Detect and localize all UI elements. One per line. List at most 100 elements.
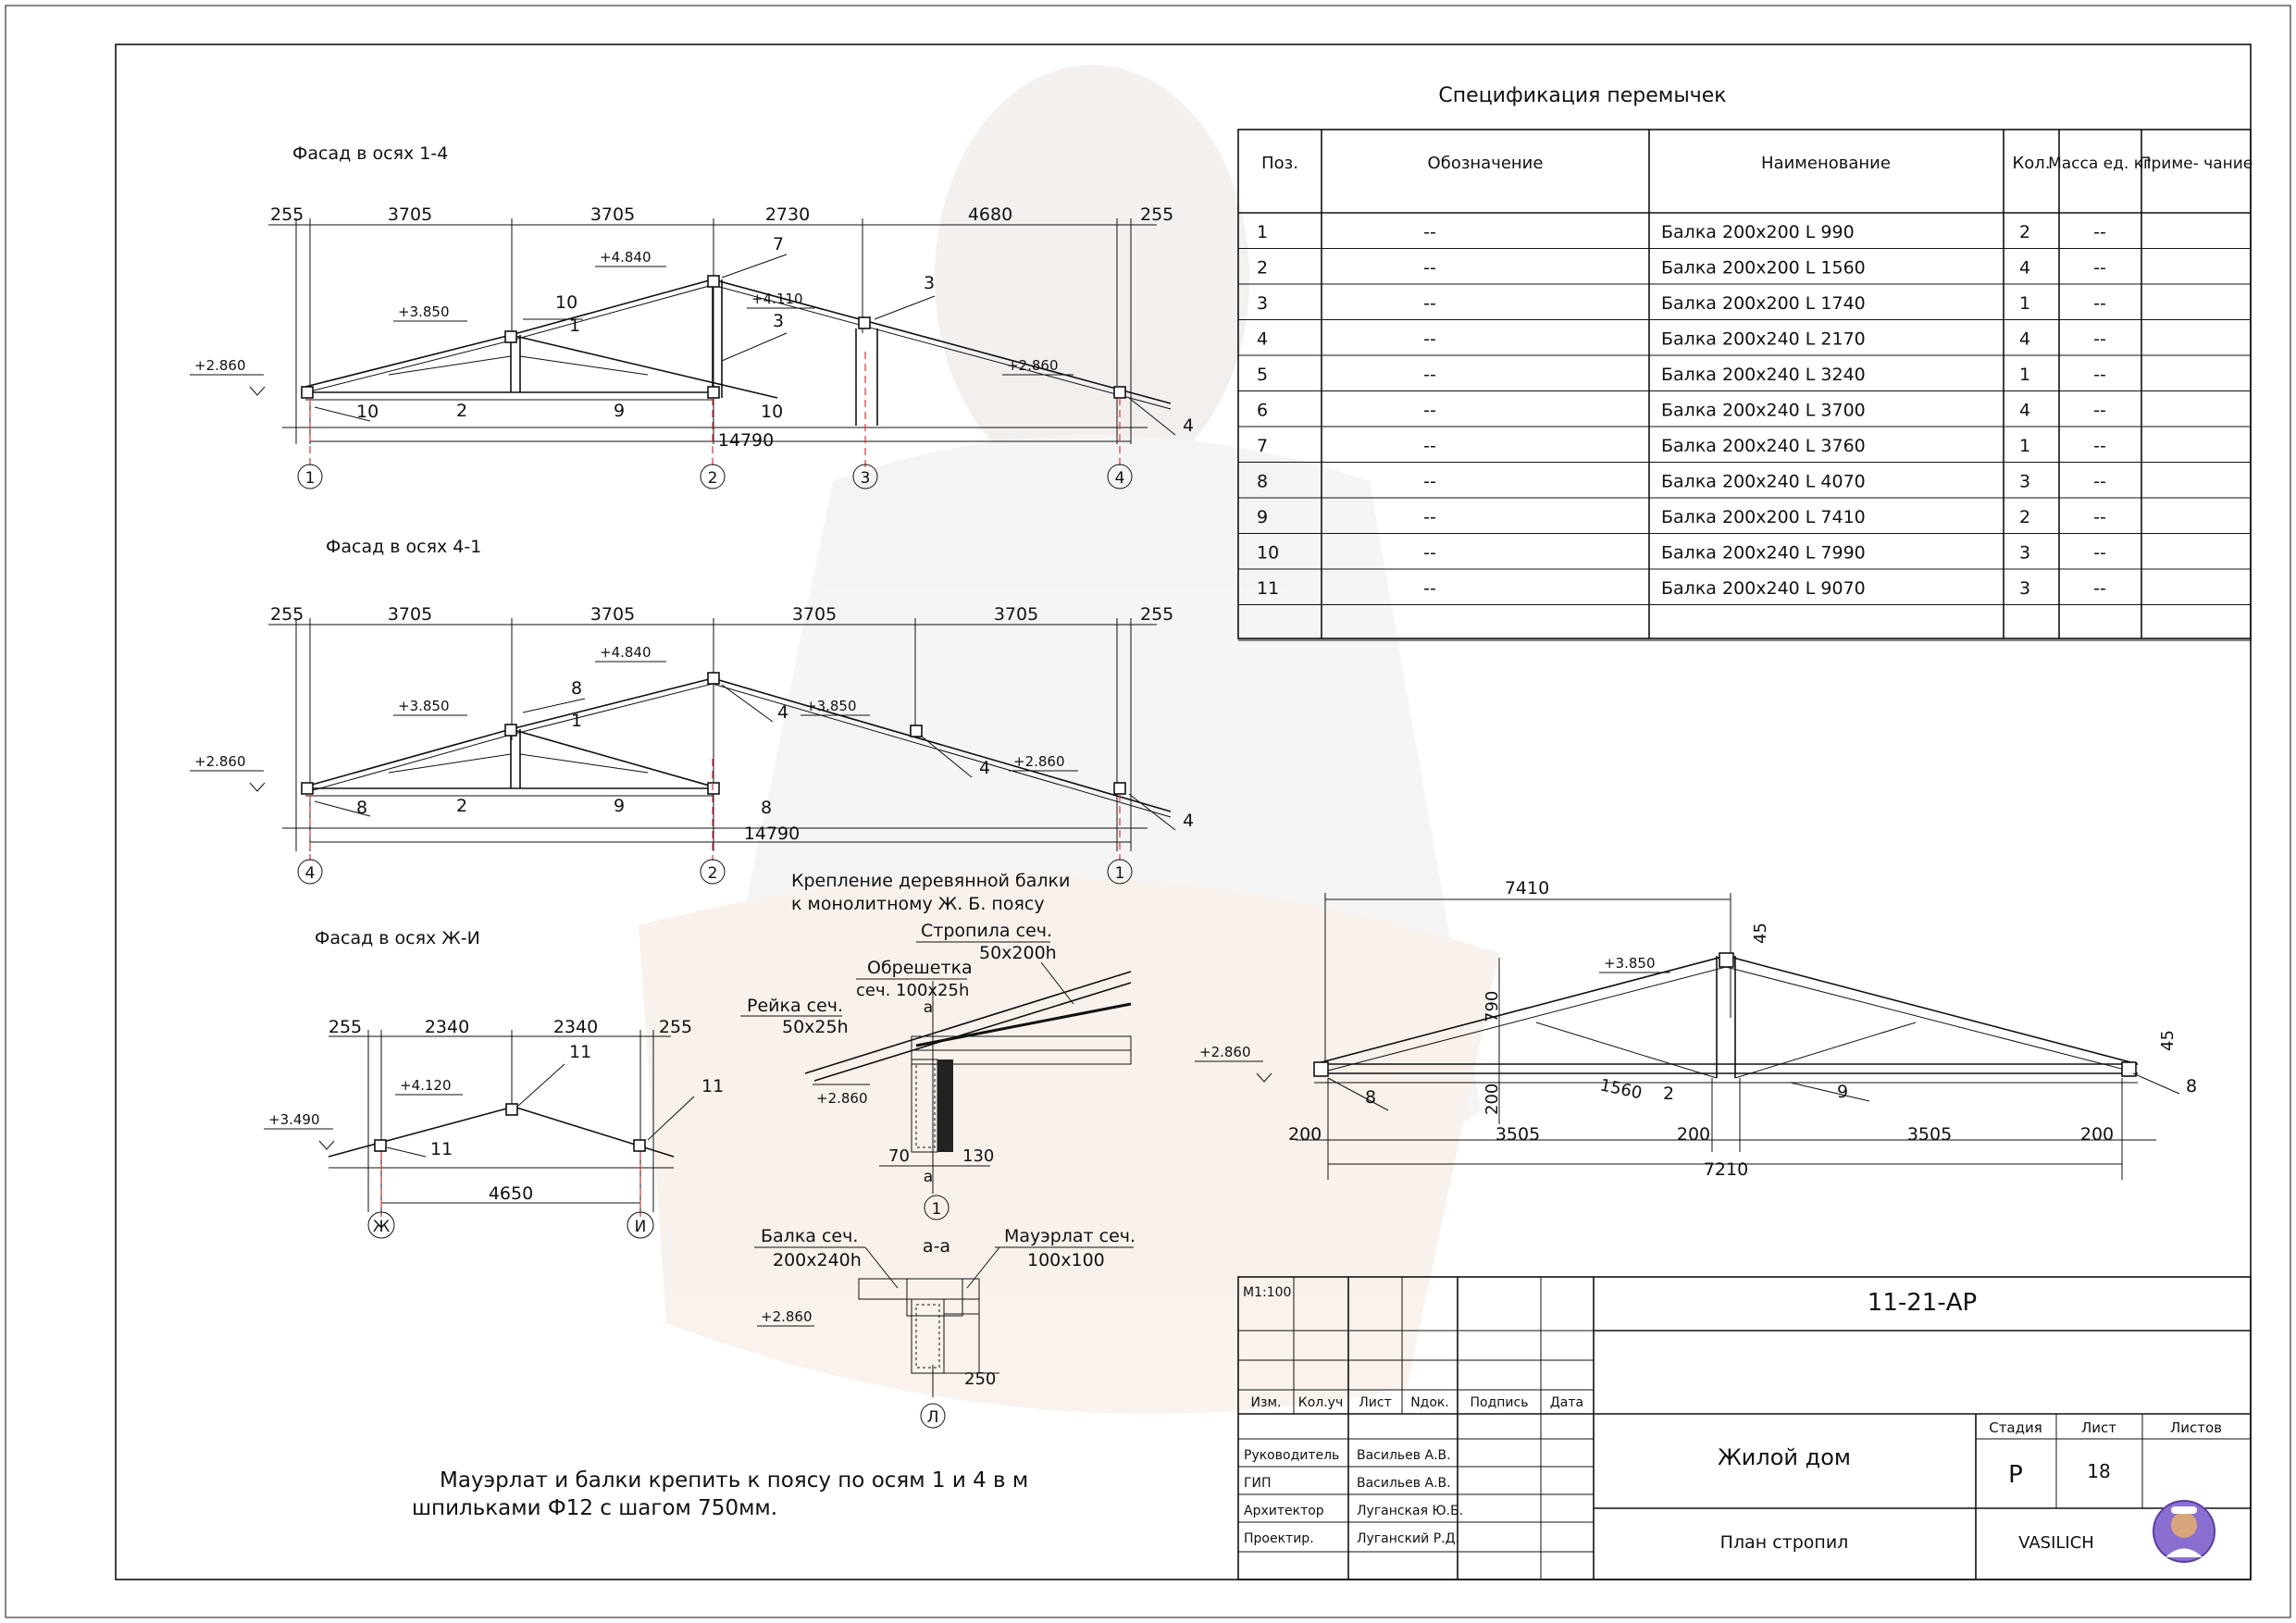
truss-vertical: 790 <box>1483 991 1502 1022</box>
node-cut: а <box>924 1168 933 1186</box>
facade-4-1: Фасад в осях 4-1 255 3705 3705 3705 3705… <box>190 537 1194 885</box>
f1-dim: 4680 <box>968 204 1012 225</box>
f2-tag: 8 <box>571 678 582 699</box>
spec-cell-qty: 3 <box>2019 472 2030 492</box>
f1-axis: 4 <box>1115 469 1125 488</box>
spec-cell-mass: -- <box>2093 293 2106 314</box>
truss-tag: 2 <box>1663 1084 1674 1104</box>
spec-cell-name: Балка 200х200 L 1740 <box>1661 293 1866 314</box>
f3-dim: 255 <box>659 1017 692 1037</box>
spec-cell-name: Балка 200х200 L 1560 <box>1661 258 1866 279</box>
spec-cell-mass: -- <box>2093 222 2106 242</box>
stamp-scale: М1:100 <box>1243 1285 1291 1300</box>
truss-total: 7210 <box>1704 1159 1748 1180</box>
section-label: Балка сеч. <box>761 1226 858 1246</box>
spec-cell-designation: -- <box>1423 222 1436 242</box>
f2-axis: 4 <box>305 864 316 883</box>
f1-axis: 3 <box>861 469 871 488</box>
facade3-title: Фасад в осях Ж-И <box>315 928 480 948</box>
spec-cell-mass: -- <box>2093 258 2106 279</box>
spec-cell-pos: 9 <box>1257 507 1268 527</box>
spec-cell-name: Балка 200х240 L 3760 <box>1661 436 1866 456</box>
node-label: 50х25h <box>782 1017 849 1037</box>
f2-tag: 4 <box>777 702 788 723</box>
f3-tag: 11 <box>701 1076 724 1096</box>
facade1-title: Фасад в осях 1-4 <box>292 143 448 164</box>
f2-tag: 8 <box>761 798 772 818</box>
spec-cell-qty: 4 <box>2019 329 2030 350</box>
truss-vertical: 200 <box>1483 1084 1502 1115</box>
spec-cell-name: Балка 200х200 L 7410 <box>1661 507 1866 527</box>
facade-zh-i: Фасад в осях Ж-И 255 2340 2340 255 4650 … <box>264 928 724 1239</box>
truss-tag: 9 <box>1837 1082 1848 1102</box>
spec-cell-designation: -- <box>1423 472 1436 492</box>
f1-tag: 3 <box>924 273 935 293</box>
spec-cell-designation: -- <box>1423 507 1436 527</box>
spec-cell-pos: 10 <box>1257 543 1279 564</box>
spec-cell-pos: 7 <box>1257 436 1268 456</box>
node-detail: Крепление деревянной балки к монолитному… <box>740 871 1132 1220</box>
section-label: Мауэрлат сеч. <box>1004 1226 1136 1246</box>
spec-cell-name: Балка 200х240 L 2170 <box>1661 329 1866 350</box>
stamp-col: Кол.уч <box>1298 1395 1343 1410</box>
spec-cell-pos: 2 <box>1257 258 1268 279</box>
spec-cell-pos: 3 <box>1257 293 1268 314</box>
truss-tag: 8 <box>1365 1087 1376 1108</box>
header-designation: Обозначение <box>1428 154 1544 173</box>
spec-cell-designation: -- <box>1423 293 1436 314</box>
f1-level: +2.860 <box>194 357 246 374</box>
stamp-person: Васильев А.В. <box>1357 1476 1451 1491</box>
facade-1-4: Фасад в осях 1-4 255 3705 3705 2730 4680… <box>190 143 1194 489</box>
section-label: 100х100 <box>1027 1250 1105 1270</box>
node-label: 50х200h <box>979 943 1057 963</box>
header-note: Приме- чание <box>2140 155 2253 173</box>
f2-dim: 3705 <box>388 604 432 625</box>
section-dim: 250 <box>964 1369 996 1389</box>
f3-axis: И <box>635 1218 647 1236</box>
spec-cell-pos: 11 <box>1257 578 1279 599</box>
spec-cell-qty: 3 <box>2019 543 2030 564</box>
f2-tag: 4 <box>979 758 990 778</box>
spec-cell-qty: 1 <box>2019 293 2030 314</box>
spec-cell-qty: 3 <box>2019 578 2030 599</box>
stamp-person: Луганский Р.Д. <box>1357 1531 1459 1546</box>
truss-dim: 200 <box>2080 1124 2114 1145</box>
spec-cell-qty: 4 <box>2019 258 2030 279</box>
f3-tag: 11 <box>430 1139 453 1159</box>
f2-dim: 3705 <box>590 604 635 625</box>
spec-row: 3 -- Балка 200х200 L 1740 1 -- <box>1257 293 2106 314</box>
header-name: Наименование <box>1761 154 1891 173</box>
header-pos: Поз. <box>1261 154 1298 173</box>
stamp-role: Проектир. <box>1244 1531 1314 1546</box>
f1-tag: 10 <box>555 292 577 313</box>
spec-cell-mass: -- <box>2093 401 2106 421</box>
stamp-company: VASILICH <box>2018 1533 2094 1553</box>
truss-small: 45 <box>1751 923 1770 944</box>
f2-level: +2.860 <box>194 753 246 770</box>
f1-dim: 3705 <box>590 204 635 225</box>
stamp-col: Лист <box>1359 1395 1391 1410</box>
spec-cell-qty: 2 <box>2019 507 2030 527</box>
stamp-col: Подпись <box>1471 1395 1529 1410</box>
spec-cell-designation: -- <box>1423 543 1436 564</box>
f2-dim: 3705 <box>792 604 837 625</box>
f1-dim: 2730 <box>765 204 810 225</box>
node-dim: 130 <box>962 1146 994 1166</box>
spec-cell-qty: 1 <box>2019 436 2030 456</box>
header-qty: Кол. <box>2012 154 2050 173</box>
outer-frame <box>5 5 2291 1618</box>
f3-level: +3.490 <box>268 1111 320 1128</box>
node-title: Крепление деревянной балки <box>791 871 1070 891</box>
f2-tag: 2 <box>456 796 467 816</box>
truss-level: +2.860 <box>1199 1044 1251 1060</box>
node-label: сеч. 100х25h <box>856 981 969 1000</box>
f3-total: 4650 <box>489 1183 533 1204</box>
stamp-building: Жилой дом <box>1718 1444 1851 1470</box>
stamp-role: Руководитель <box>1244 1448 1339 1463</box>
